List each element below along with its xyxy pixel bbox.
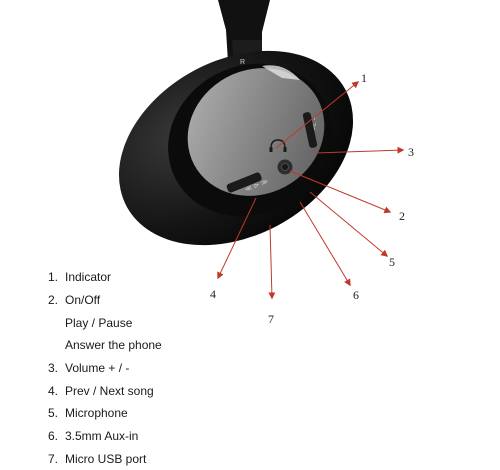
feature-item: Answer the phone: [48, 334, 162, 357]
feature-text: Volume + / -: [65, 361, 129, 375]
feature-item: 1.Indicator: [48, 266, 162, 289]
feature-item: Play / Pause: [48, 311, 162, 334]
feature-number: 5.: [48, 406, 65, 420]
feature-number: 2.: [48, 293, 65, 307]
callout-arrow-7: [270, 225, 272, 298]
feature-item: 7.Micro USB port: [48, 448, 162, 470]
feature-number: 4.: [48, 384, 65, 398]
callout-number-3: 3: [408, 145, 414, 159]
feature-text: Answer the phone: [65, 338, 162, 352]
callout-arrow-6: [300, 202, 350, 285]
feature-item: 5.Microphone: [48, 402, 162, 425]
feature-text: On/Off: [65, 293, 100, 307]
feature-number: 1.: [48, 270, 65, 284]
side-label-r: R: [240, 59, 245, 66]
feature-item: 3.Volume + / -: [48, 357, 162, 380]
feature-item: 6.3.5mm Aux-in: [48, 425, 162, 448]
feature-text: Play / Pause: [65, 316, 132, 330]
callout-arrow-5: [310, 192, 387, 256]
callout-number-5: 5: [389, 255, 395, 269]
feature-number: 3.: [48, 361, 65, 375]
feature-text: Indicator: [65, 270, 111, 284]
feature-item: 4.Prev / Next song: [48, 379, 162, 402]
feature-text: Micro USB port: [65, 452, 146, 466]
callout-number-2: 2: [399, 209, 405, 223]
feature-item: 2.On/Off: [48, 289, 162, 312]
callout-number-7: 7: [268, 312, 274, 326]
feature-number: 6.: [48, 429, 65, 443]
feature-text: 3.5mm Aux-in: [65, 429, 138, 443]
callout-number-4: 4: [210, 287, 216, 301]
power-button-icon[interactable]: [278, 160, 293, 175]
feature-number: 7.: [48, 452, 65, 466]
feature-text: Prev / Next song: [65, 384, 154, 398]
feature-text: Microphone: [65, 406, 128, 420]
callout-number-6: 6: [353, 288, 359, 302]
callout-number-1: 1: [361, 71, 367, 85]
